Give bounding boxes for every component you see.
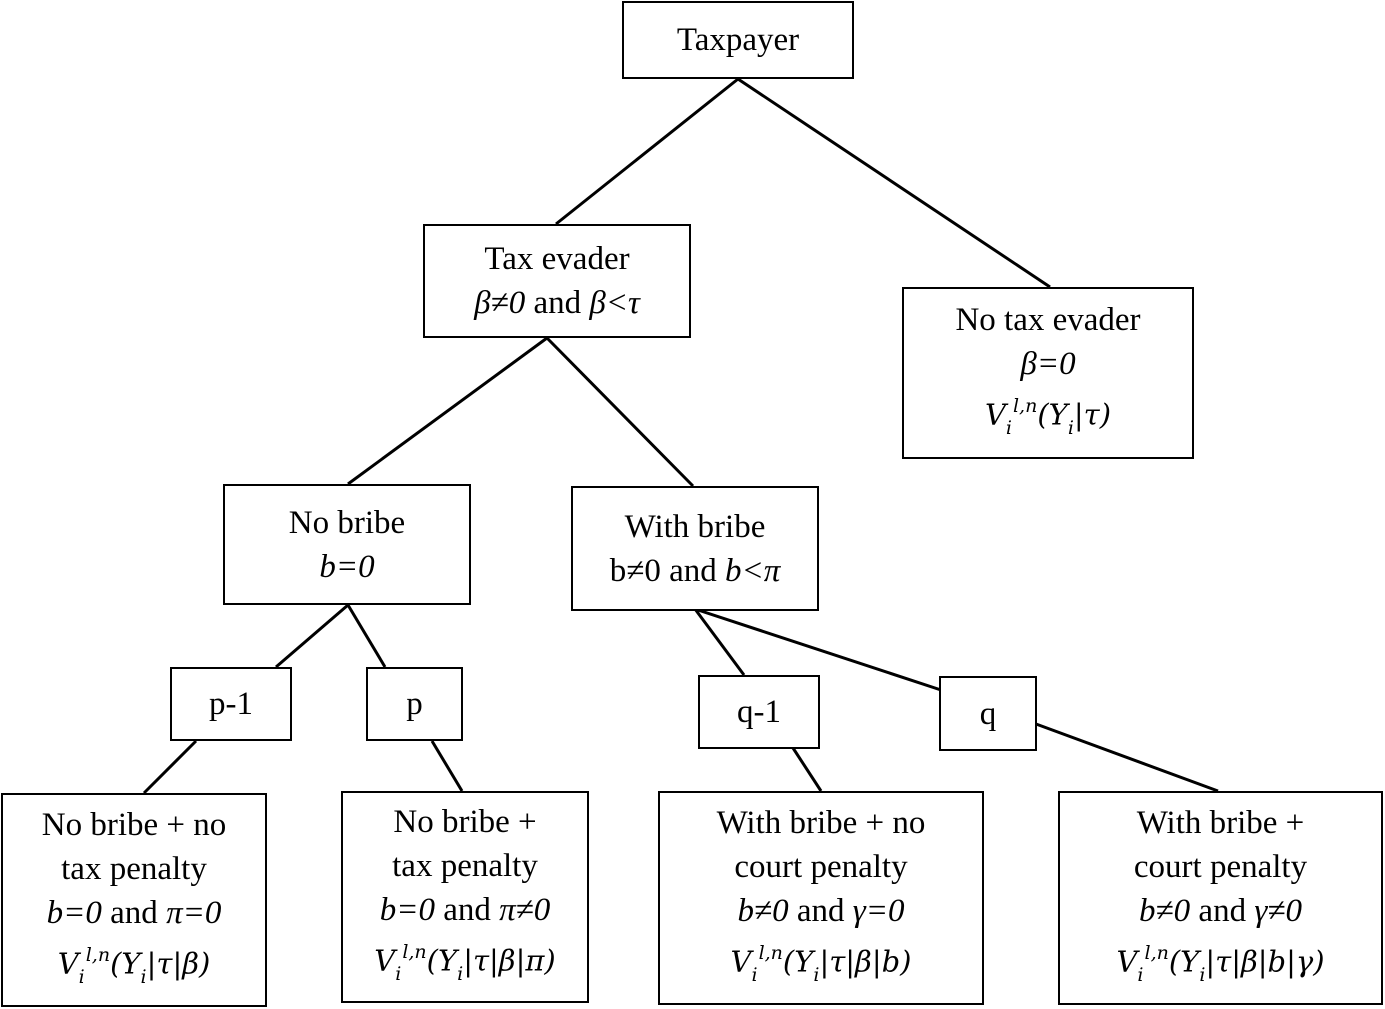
node-q-label: q	[979, 695, 997, 732]
node-tax-evader-condition: β≠0 and β<τ	[474, 285, 640, 321]
leaf-2-line2: tax penalty	[392, 848, 538, 885]
leaf-bribe-court-penalty: With bribe + court penalty b≠0 and γ≠0 V…	[1058, 791, 1383, 1005]
leaf-4-line1: With bribe +	[1136, 805, 1305, 842]
node-p: p	[366, 667, 463, 741]
leaf-1-line2: tax penalty	[61, 851, 207, 888]
edge-withbribe-q	[694, 607, 942, 692]
edge-q-leaf4	[1035, 722, 1219, 793]
leaf-1-line1: No bribe + no	[41, 807, 227, 844]
node-with-bribe-title: With bribe	[624, 508, 766, 545]
edge-taxpayer-taxevader	[555, 77, 739, 226]
leaf-2-formula: Vil,n(Yi|τ|β|π)	[374, 941, 556, 985]
edge-nobribe-p1	[275, 603, 349, 669]
node-with-bribe-condition: b≠0 and b<π	[609, 552, 781, 589]
leaf-4-formula: Vil,n(Yi|τ|β|b|γ)	[1116, 942, 1325, 986]
node-q-minus-1-label: q-1	[737, 694, 781, 730]
leaf-3-formula: Vil,n(Yi|τ|β|b)	[730, 942, 912, 986]
node-no-tax-evader-title: No tax evader	[955, 302, 1141, 339]
leaf-3-condition: b≠0 and γ=0	[737, 893, 905, 930]
node-no-tax-evader-condition: β=0	[1020, 346, 1076, 383]
leaf-no-bribe-no-penalty: No bribe + no tax penalty b=0 and π=0 Vi…	[1, 793, 267, 1007]
edge-p1-leaf1	[142, 739, 198, 795]
edge-nobribe-p	[346, 604, 387, 668]
edge-withbribe-q1	[693, 608, 746, 676]
node-p-minus-1-label: p-1	[209, 686, 253, 722]
node-taxpayer-title: Taxpayer	[676, 22, 800, 58]
edge-taxevader-nobribe	[347, 336, 548, 486]
node-q: q	[939, 676, 1037, 751]
leaf-4-line2: court penalty	[1133, 849, 1308, 886]
node-tax-evader-title: Tax evader	[484, 241, 630, 277]
leaf-no-bribe-penalty: No bribe + tax penalty b=0 and π≠0 Vil,n…	[341, 791, 589, 1003]
leaf-2-condition: b=0 and π≠0	[379, 892, 551, 929]
node-no-bribe: No bribe b=0	[223, 484, 471, 605]
leaf-4-condition: b≠0 and γ≠0	[1139, 893, 1302, 930]
node-q-minus-1: q-1	[698, 675, 820, 749]
leaf-bribe-no-court-penalty: With bribe + no court penalty b≠0 and γ=…	[658, 791, 984, 1005]
leaf-3-line1: With bribe + no	[716, 805, 926, 842]
node-p-label: p	[406, 686, 423, 722]
node-with-bribe: With bribe b≠0 and b<π	[571, 486, 819, 611]
node-no-bribe-title: No bribe	[288, 504, 406, 541]
edge-taxevader-withbribe	[545, 336, 695, 488]
node-no-tax-evader: No tax evader β=0 Vil,n(Yi|τ)	[902, 287, 1194, 459]
edge-q1-leaf3	[791, 747, 823, 792]
edge-taxpayer-notaxevader	[737, 77, 1051, 289]
leaf-3-line2: court penalty	[734, 849, 908, 886]
node-no-tax-evader-formula: Vil,n(Yi|τ)	[984, 395, 1112, 439]
node-taxpayer: Taxpayer	[622, 1, 854, 79]
node-no-bribe-condition: b=0	[319, 548, 375, 585]
node-p-minus-1: p-1	[170, 667, 292, 741]
edge-p-leaf2	[430, 740, 464, 792]
node-tax-evader: Tax evader β≠0 and β<τ	[423, 224, 691, 338]
leaf-1-condition: b=0 and π=0	[46, 895, 222, 932]
leaf-1-formula: Vil,n(Yi|τ|β)	[57, 944, 211, 988]
leaf-2-line1: No bribe +	[393, 804, 537, 841]
